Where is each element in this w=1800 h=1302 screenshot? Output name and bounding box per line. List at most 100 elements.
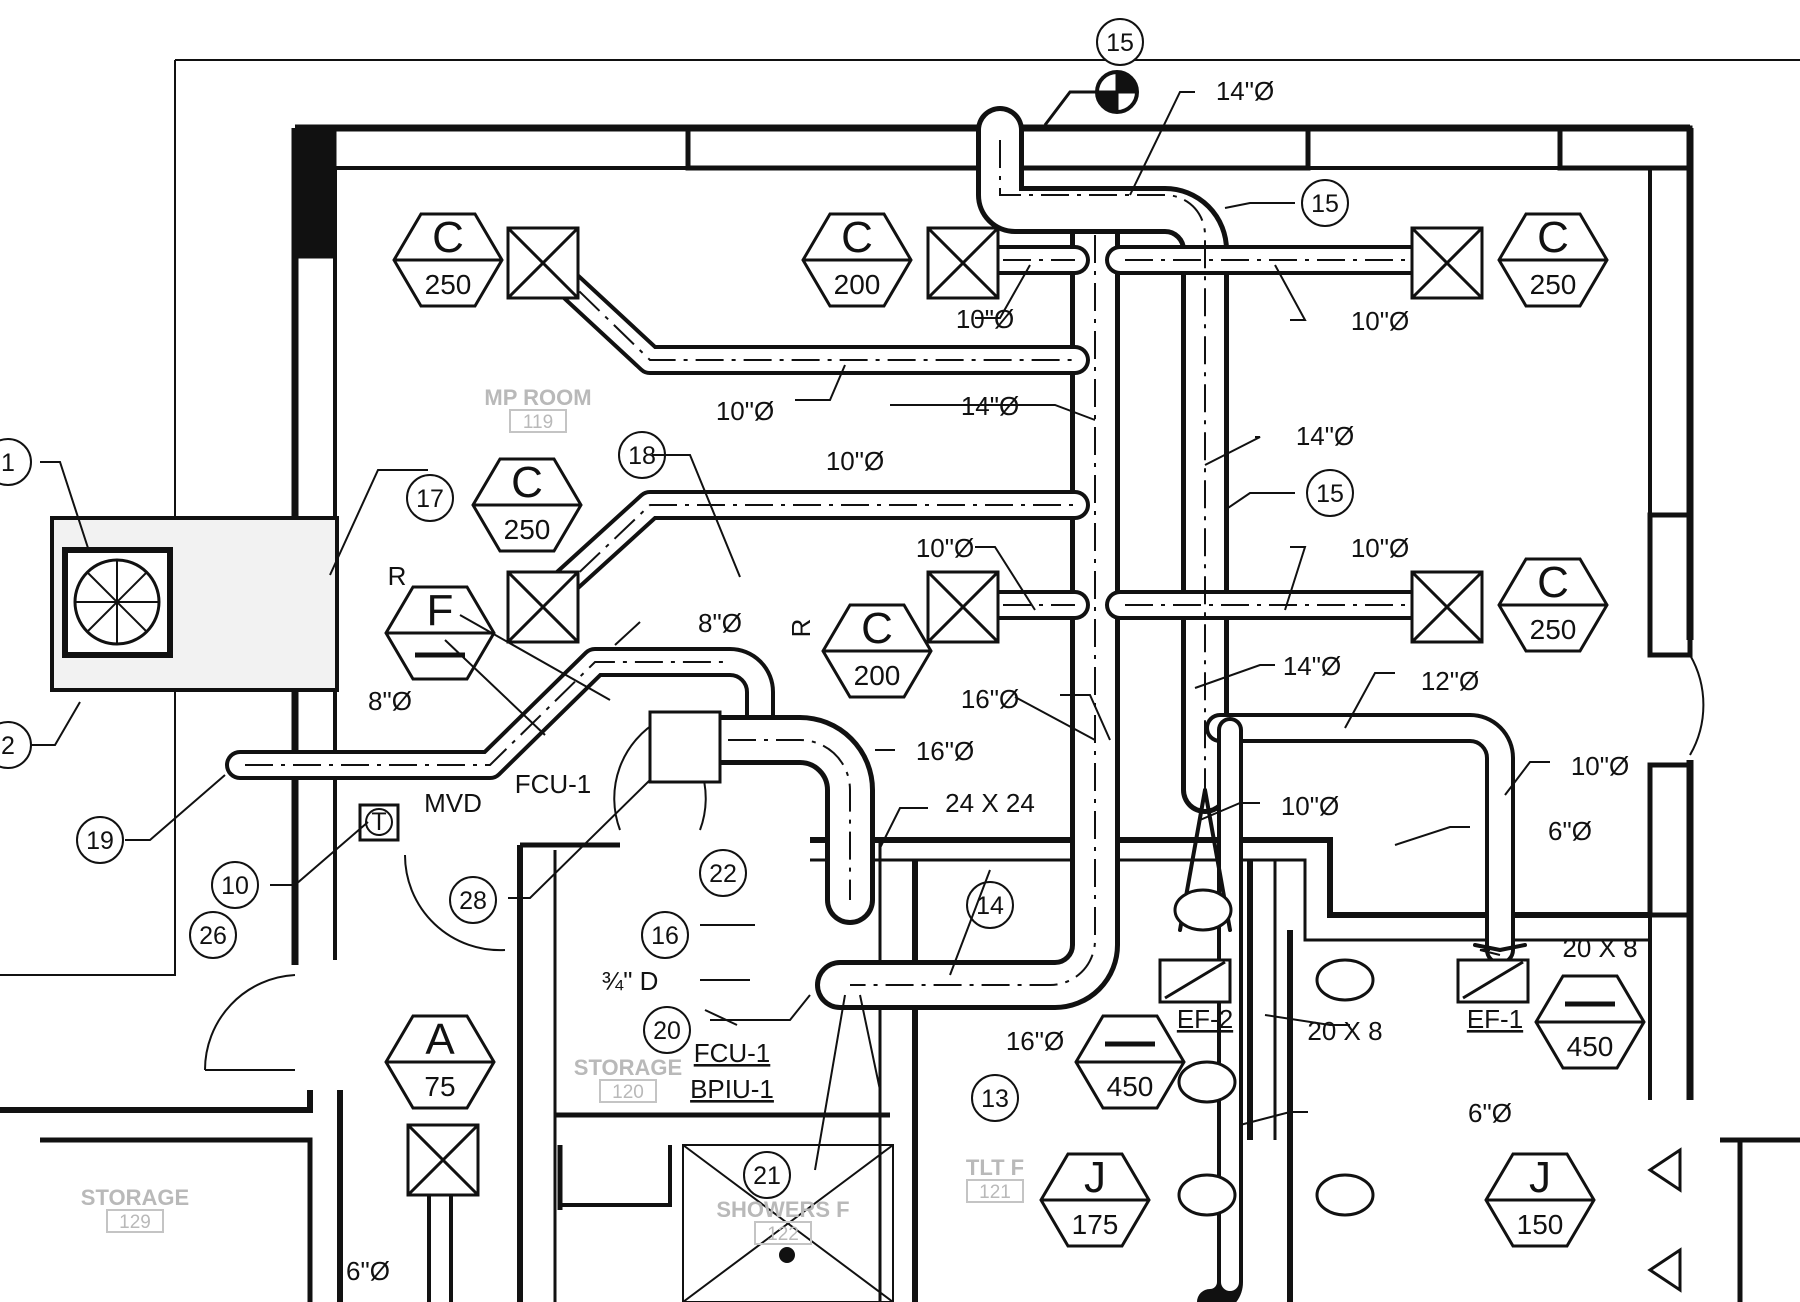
room-name: STORAGE: [574, 1055, 682, 1080]
duct-size-label: 6"Ø: [346, 1256, 390, 1286]
diffuser-tag-letter: A: [425, 1015, 455, 1064]
keynote-number: 21: [753, 1162, 781, 1190]
duct-size-label: 10"Ø: [956, 304, 1014, 334]
room-name: SHOWERS F: [716, 1197, 849, 1222]
duct-size-label: 20 X 8: [1562, 933, 1637, 963]
diffuser-tag-cfm: 250: [425, 269, 472, 300]
duct-size-label: 6"Ø: [1468, 1098, 1512, 1128]
keynote-bubbles: 1 2 10 13 14 15 15 15 16 17 18 19 20 21 22 26 28: [0, 18, 1354, 1199]
duct-size-label: 10"Ø: [916, 533, 974, 563]
diffuser-tag-letter: C: [861, 604, 893, 653]
diffuser-tag: J 150: [1484, 1152, 1596, 1248]
thermostat: T: [358, 803, 400, 842]
rooftop-unit: [50, 516, 339, 692]
exhaust-tag: 450: [1534, 974, 1646, 1070]
keynote-number: 26: [199, 922, 227, 950]
diffuser-tag-cfm: 150: [1517, 1209, 1564, 1240]
duct-size-label: 8"Ø: [368, 686, 412, 716]
leader-lines: [30, 91, 1550, 1171]
equipment-label: FCU-1: [694, 1038, 771, 1068]
keynote-number: 22: [709, 860, 737, 888]
diffuser-tag-cfm: 200: [834, 269, 881, 300]
diffuser-tag-letter: C: [1537, 213, 1569, 262]
duct-size-label: 14"Ø: [1296, 421, 1354, 451]
equipment-label: EF-1: [1467, 1004, 1523, 1034]
diffuser-tag-letter: C: [841, 213, 873, 262]
shower-area: [682, 1144, 894, 1302]
diffuser-tag-letter: J: [1529, 1153, 1551, 1202]
exhaust-tag-cfm: 450: [1107, 1071, 1154, 1102]
exhaust-tag-cfm: 450: [1567, 1031, 1614, 1062]
room-number: 119: [523, 412, 553, 433]
diffuser-tag-cfm: 250: [504, 514, 551, 545]
duct-size-label: 10"Ø: [716, 396, 774, 426]
keynote-number: 1: [1, 449, 15, 477]
keynote-number: 16: [651, 922, 679, 950]
diffuser-tag-letter: C: [1537, 558, 1569, 607]
equipment-label: EF-2: [1177, 1004, 1233, 1034]
diffuser-tag-cfm: 250: [1530, 614, 1577, 645]
duct-size-label: 14"Ø: [1283, 651, 1341, 681]
duct-size-label: 16"Ø: [916, 736, 974, 766]
keynote-bubble: 18: [618, 431, 666, 479]
keynote-bubble: 13: [971, 1074, 1019, 1122]
roof-cap-symbol: [1043, 70, 1139, 126]
duct-size-label: 12"Ø: [1421, 666, 1479, 696]
keynote-number: 10: [221, 872, 249, 900]
diffuser-tag: A 75: [384, 1014, 496, 1110]
room-name: TLT F: [966, 1155, 1024, 1180]
keynote-number: 15: [1106, 29, 1134, 57]
room-number: 129: [119, 1212, 151, 1233]
equipment-label: BPIU-1: [690, 1074, 774, 1104]
toilet-fixtures: [1173, 888, 1682, 1293]
keynote-bubble: 15: [1301, 179, 1349, 227]
duct-size-label: 10"Ø: [1571, 751, 1629, 781]
keynote-bubble: 10: [211, 861, 259, 909]
duct-size-label: 20 X 8: [1307, 1016, 1382, 1046]
diffuser-3: [1410, 226, 1484, 300]
keynote-bubble: 20: [643, 1006, 691, 1054]
keynote-bubble: 15: [1306, 469, 1354, 517]
duct-size-label: R: [388, 561, 407, 591]
diffuser-tag: C 200: [801, 212, 913, 308]
exhaust-tag: 450: [1074, 1014, 1186, 1110]
diffuser-tag-cfm: 250: [1530, 269, 1577, 300]
diffuser-tag-cfm: 75: [424, 1071, 455, 1102]
equipment-label: FCU-1: [515, 769, 592, 799]
duct-size-label: 10"Ø: [1351, 533, 1409, 563]
diffuser-tags: C250C200C250C250C200C250A75J175J15045045…: [384, 212, 1646, 1248]
keynote-number: 15: [1311, 190, 1339, 218]
fcu-tag-letter: F: [427, 586, 454, 635]
keynote-bubble: 21: [743, 1151, 791, 1199]
exhaust-fans: [1158, 958, 1530, 1004]
diffuser-tag-letter: C: [432, 213, 464, 262]
duct-size-label: 6"Ø: [1548, 816, 1592, 846]
duct-size-label: 24 X 24: [945, 788, 1035, 818]
room-name: STORAGE: [81, 1185, 189, 1210]
diffuser-4: [506, 570, 580, 644]
diffuser-tag-letter: C: [511, 458, 543, 507]
diffusers: [406, 226, 1484, 1197]
diffuser-5: [926, 570, 1000, 644]
keynote-bubble: 2: [0, 721, 32, 769]
duct-size-label: ¾" D: [602, 966, 659, 996]
keynote-bubble: 15: [1096, 18, 1144, 66]
duct-size-label: 10"Ø: [1281, 791, 1339, 821]
diffuser-6: [1410, 570, 1484, 644]
duct-size-label: 14"Ø: [961, 391, 1019, 421]
duct-centerlines: [245, 140, 1445, 986]
equipment-label: MVD: [424, 788, 482, 818]
keynote-bubble: 22: [699, 849, 747, 897]
fcu-box: [648, 710, 722, 784]
thermostat-label: T: [371, 808, 386, 836]
keynote-number: 17: [416, 485, 444, 513]
keynote-bubble: 28: [449, 876, 497, 924]
property-lines: [0, 59, 1800, 976]
keynote-bubble: 14: [966, 881, 1014, 929]
duct-size-label: 14"Ø: [1216, 76, 1274, 106]
keynote-number: 19: [86, 827, 114, 855]
